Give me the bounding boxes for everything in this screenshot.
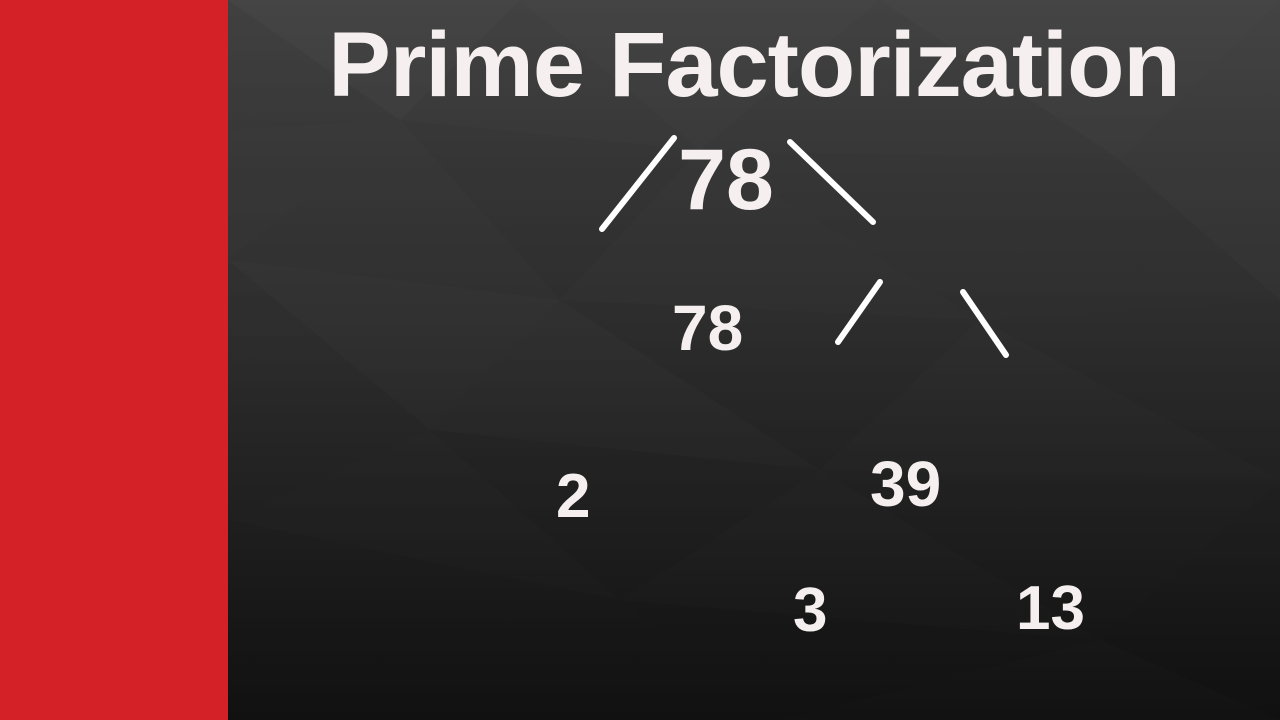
edge-78-to-2 — [599, 135, 677, 232]
page-title: Prime Factorization — [328, 14, 1180, 116]
factor-tree-edges — [599, 135, 1009, 358]
tree-node-factor-2: 2 — [556, 462, 591, 531]
page-subtitle-number: 78 — [678, 132, 774, 228]
tree-node-factor-3: 3 — [793, 576, 828, 645]
edge-78-to-39 — [787, 139, 876, 225]
tree-node-root: 78 — [672, 292, 744, 364]
edge-39-to-3 — [835, 279, 883, 345]
tree-node-factor-13: 13 — [1016, 574, 1085, 643]
slide-content: Prime Factorization 78 — [228, 0, 1280, 720]
tree-node-factor-39: 39 — [870, 448, 942, 520]
left-accent-bar — [0, 0, 228, 720]
edge-39-to-13 — [960, 289, 1009, 358]
